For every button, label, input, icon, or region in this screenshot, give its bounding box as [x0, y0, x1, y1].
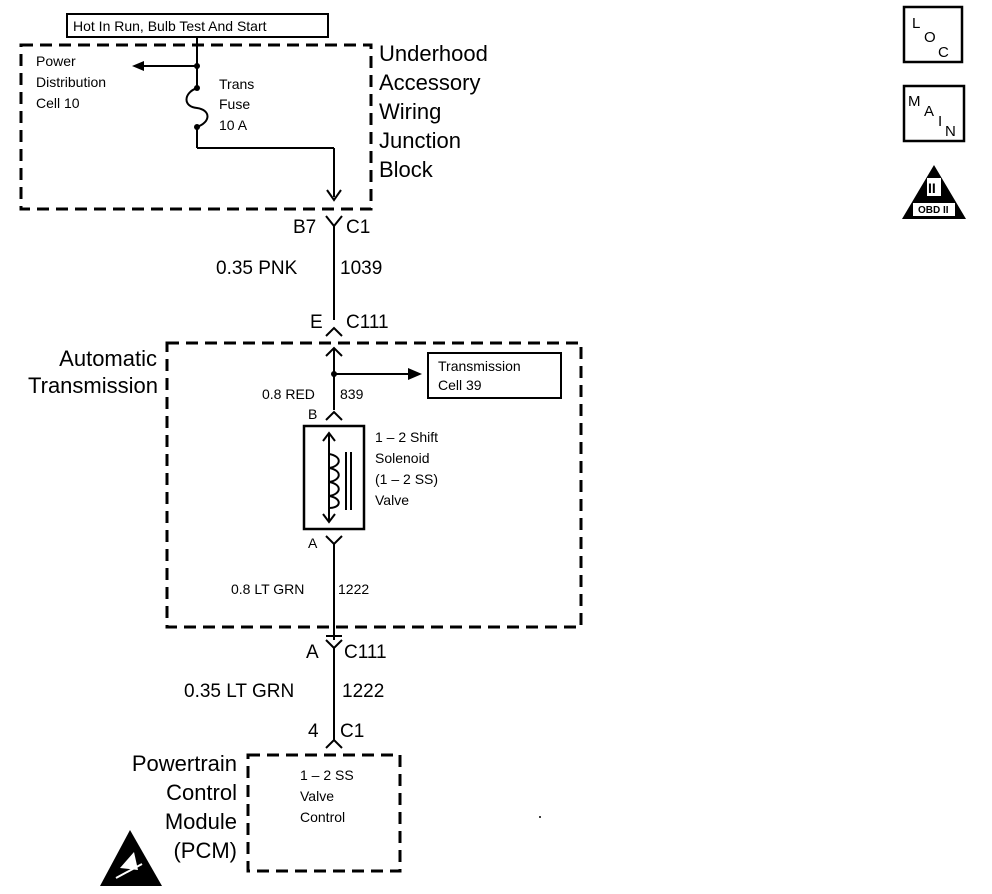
- automatic-transmission-outline: [165, 341, 583, 629]
- solenoid-pin-a: A: [308, 535, 318, 551]
- wire-1222-circuit: 1222: [342, 681, 384, 702]
- connector-c111-top-name: C111: [346, 312, 389, 333]
- pcm-title-line-2: Control: [166, 780, 237, 805]
- trans-fuse-line-3: 10 A: [219, 117, 248, 133]
- underhood-title-line-2: Accessory: [379, 70, 480, 95]
- main-icon-letter-n: N: [945, 123, 956, 140]
- wire-1222: 0.35 LT GRN 1222: [184, 648, 384, 740]
- obd-ii-icon[interactable]: II OBD II: [902, 165, 966, 219]
- esd-warning-icon: [100, 830, 162, 886]
- connector-c111-bottom: A C111: [306, 635, 387, 663]
- valve-control-line-1: 1 – 2 SS: [300, 767, 354, 783]
- main-icon-letter-a: A: [924, 103, 934, 120]
- transmission-cell-line-2: Cell 39: [438, 377, 482, 393]
- solenoid-line-3: (1 – 2 SS): [375, 471, 438, 487]
- powertrain-control-module: Powertrain Control Module (PCM) 1 – 2 SS…: [100, 751, 402, 886]
- loc-icon-letter-c: C: [938, 44, 949, 61]
- power-distribution-line-1: Power: [36, 53, 76, 69]
- connector-c1-bottom-pin: 4: [308, 721, 319, 742]
- loc-icon-letter-l: L: [912, 15, 920, 32]
- underhood-title-line-4: Junction: [379, 128, 461, 153]
- loc-icon-letter-o: O: [924, 29, 936, 46]
- power-source-label: Hot In Run, Bulb Test And Start: [73, 18, 267, 34]
- wire-839-gauge-color: 0.8 RED: [262, 386, 315, 402]
- pcm-title-line-1: Powertrain: [132, 751, 237, 776]
- connector-c111-top-pin: E: [310, 312, 323, 333]
- pcm-title-line-4: (PCM): [173, 838, 237, 863]
- wire-839-circuit: 839: [340, 386, 364, 402]
- wire-1039: 0.35 PNK 1039: [216, 226, 382, 320]
- wire-1222-inner-circuit: 1222: [338, 581, 369, 597]
- wire-1039-circuit: 1039: [340, 258, 382, 279]
- underhood-title-line-3: Wiring: [379, 99, 441, 124]
- transmission-cell-arrow: [408, 368, 422, 380]
- solenoid-1-2-ss: [302, 424, 366, 531]
- power-distribution-line-3: Cell 10: [36, 95, 80, 111]
- automatic-transmission-title-line-1: Automatic: [59, 346, 157, 371]
- solenoid-line-1: 1 – 2 Shift: [375, 429, 438, 445]
- main-icon-letter-m: M: [908, 93, 921, 110]
- underhood-title-line-1: Underhood: [379, 41, 488, 66]
- obd-ii-icon-label: OBD II: [918, 205, 949, 216]
- underhood-junction-block: Underhood Accessory Wiring Junction Bloc…: [19, 37, 488, 211]
- solenoid-line-4: Valve: [375, 492, 409, 508]
- obd-ii-icon-roman: II: [928, 180, 936, 196]
- trans-fuse-line-1: Trans: [219, 76, 254, 92]
- valve-control-line-2: Valve: [300, 788, 334, 804]
- connector-c1-top-name: C1: [346, 217, 370, 238]
- solenoid-coil: [328, 453, 340, 509]
- pcm-title-line-3: Module: [165, 809, 237, 834]
- loc-icon[interactable]: L O C: [902, 5, 964, 64]
- underhood-title-line-5: Block: [379, 157, 434, 182]
- solenoid-line-2: Solenoid: [375, 450, 430, 466]
- connector-c111-bottom-pin: A: [306, 642, 319, 663]
- trans-fuse-line-2: Fuse: [219, 96, 250, 112]
- valve-control-line-3: Control: [300, 809, 345, 825]
- power-distribution-line-2: Distribution: [36, 74, 106, 90]
- trans-fuse-symbol: [132, 37, 342, 202]
- transmission-cell-39-box: Transmission Cell 39: [427, 352, 562, 399]
- pcm-outline: [246, 753, 402, 873]
- wire-1222-inner-gauge-color: 0.8 LT GRN: [231, 581, 304, 597]
- power-distribution-arrow: [132, 61, 144, 71]
- main-icon[interactable]: M A I N: [902, 84, 966, 143]
- connector-c1-top-pin: B7: [293, 217, 316, 238]
- connector-c1-bottom: 4 C1: [308, 721, 364, 749]
- automatic-transmission: Automatic Transmission Transmission Cell…: [28, 341, 583, 640]
- main-icon-letter-i: I: [938, 113, 942, 130]
- connector-c111-bottom-name: C111: [344, 642, 387, 663]
- wire-1039-gauge-color: 0.35 PNK: [216, 258, 298, 279]
- connector-c1-top: B7 C1: [293, 215, 370, 238]
- wire-1222-gauge-color: 0.35 LT GRN: [184, 681, 294, 702]
- power-source-header: Hot In Run, Bulb Test And Start: [66, 13, 329, 38]
- connector-c1-bottom-name: C1: [340, 721, 364, 742]
- solenoid-pin-b: B: [308, 406, 317, 422]
- transmission-cell-line-1: Transmission: [438, 358, 521, 374]
- stray-dot: [539, 816, 541, 818]
- automatic-transmission-title-line-2: Transmission: [28, 373, 158, 398]
- connector-c111-top: E C111: [310, 312, 389, 357]
